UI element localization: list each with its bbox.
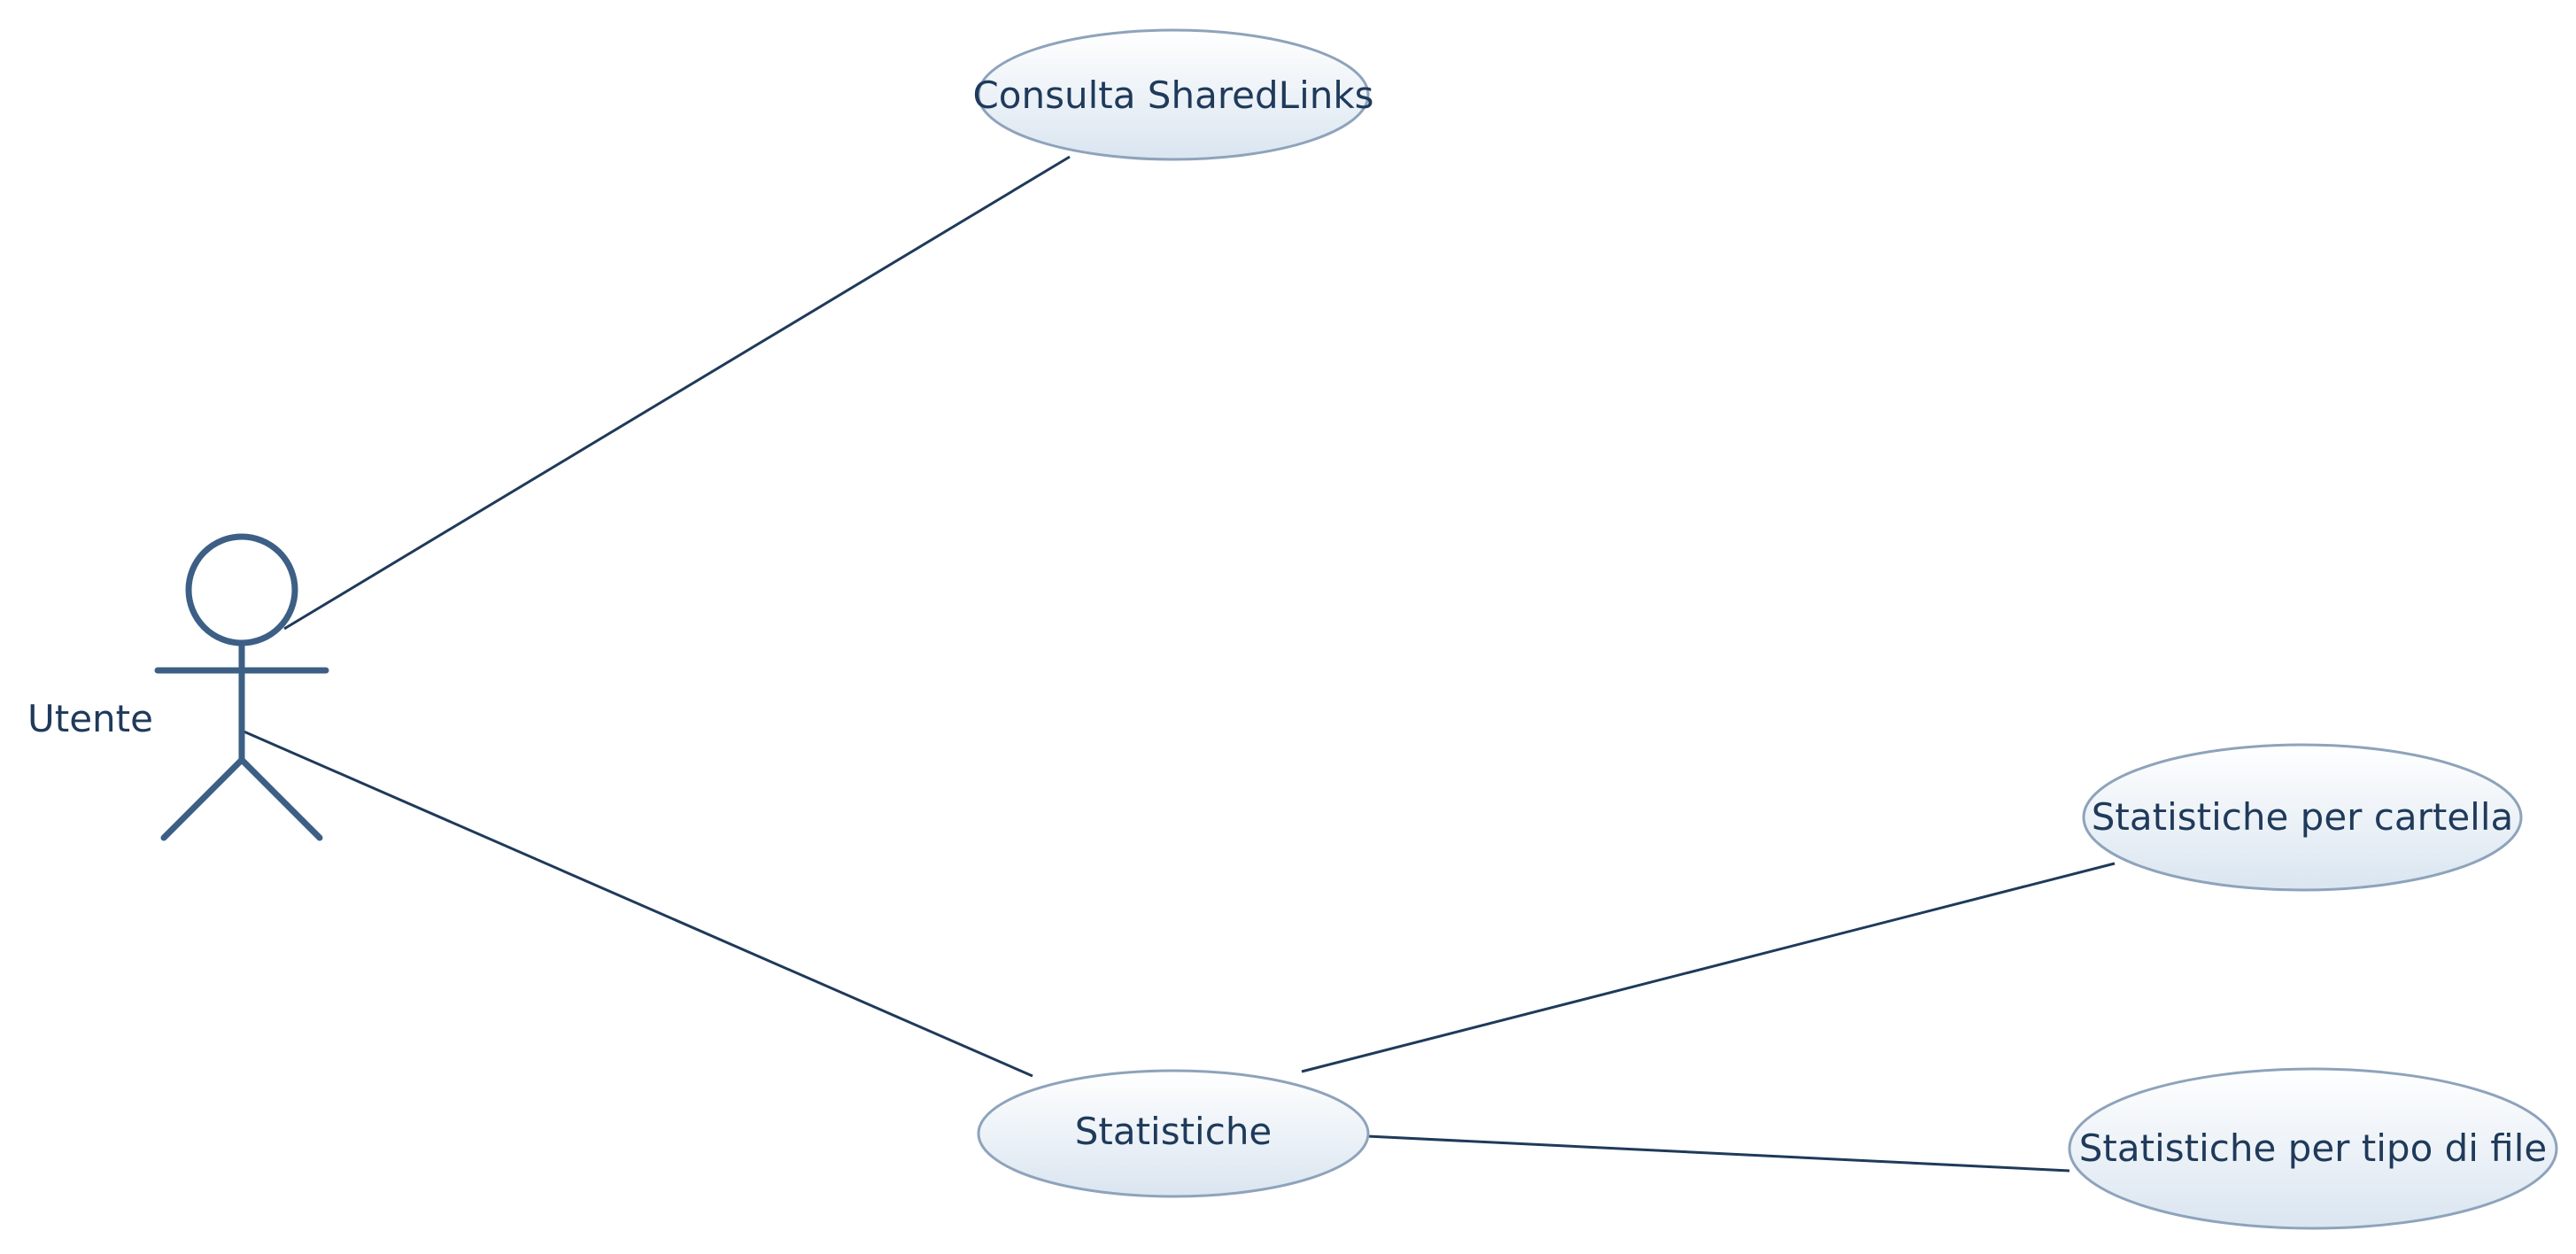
association-statistiche-per-tipo-file <box>1366 1134 2070 1173</box>
use-case-statistiche[interactable]: Statistiche <box>977 1069 1370 1198</box>
use-case-statistiche-per-tipo-file[interactable]: Statistiche per tipo di file <box>2068 1067 2558 1230</box>
association-statistiche-per-cartella <box>1301 862 2116 1073</box>
use-case-label-per-cartella: Statistiche per cartella <box>2092 795 2514 839</box>
actor-right-leg <box>238 756 323 841</box>
actor-left-leg <box>160 756 245 841</box>
use-case-statistiche-per-cartella[interactable]: Statistiche per cartella <box>2082 743 2523 892</box>
use-case-consulta-sharedlinks[interactable]: Consulta SharedLinks <box>972 28 1374 161</box>
actor-head <box>185 533 298 646</box>
use-case-label-per-tipo-file: Statistiche per tipo di file <box>2079 1126 2548 1170</box>
use-case-label-statistiche: Statistiche <box>1075 1110 1273 1153</box>
association-utente-consulta <box>283 155 1071 631</box>
actor-label: Utente <box>27 697 153 740</box>
association-utente-statistiche <box>241 729 1033 1078</box>
actor-utente[interactable] <box>154 533 329 841</box>
use-case-label-consulta: Consulta SharedLinks <box>972 74 1373 117</box>
